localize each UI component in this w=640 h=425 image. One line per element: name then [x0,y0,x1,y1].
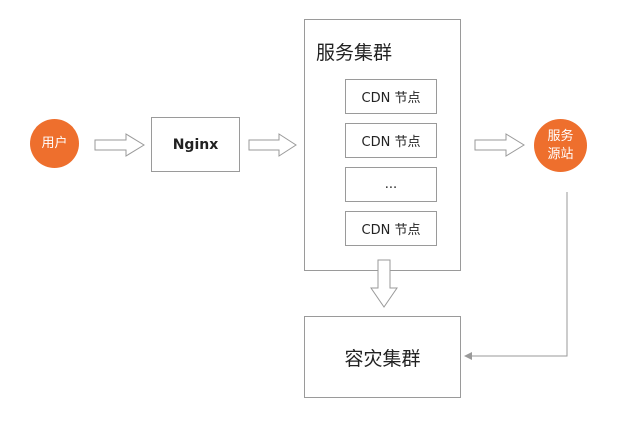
origin-node: 服务 源站 [534,119,587,172]
arrow-user-to-nginx [94,133,145,157]
dr-cluster-box: 容灾集群 [304,316,461,398]
service-cluster-title: 服务集群 [316,42,393,64]
origin-label-line1: 服务 [547,128,574,144]
arrow-cluster-to-origin [474,133,525,157]
nginx-box: Nginx [151,117,240,172]
origin-label-line2: 源站 [547,146,574,162]
nginx-label: Nginx [172,136,219,153]
cdn-node-label: CDN 节点 [361,91,421,106]
user-node: 用户 [30,119,79,168]
cdn-node: CDN 节点 [345,211,437,246]
user-label: 用户 [41,135,68,151]
cdn-node: CDN 节点 [345,79,437,114]
cdn-node: CDN 节点 [345,123,437,158]
arrow-nginx-to-cluster [248,133,297,157]
cdn-node-label: CDN 节点 [361,223,421,238]
connector-origin-to-dr [464,192,568,360]
cdn-node-ellipsis: ... [345,167,437,202]
cdn-node-label: CDN 节点 [361,135,421,150]
arrow-cluster-to-dr [370,259,398,308]
dr-cluster-label: 容灾集群 [344,347,421,370]
cdn-node-ellipsis-label: ... [384,177,398,192]
